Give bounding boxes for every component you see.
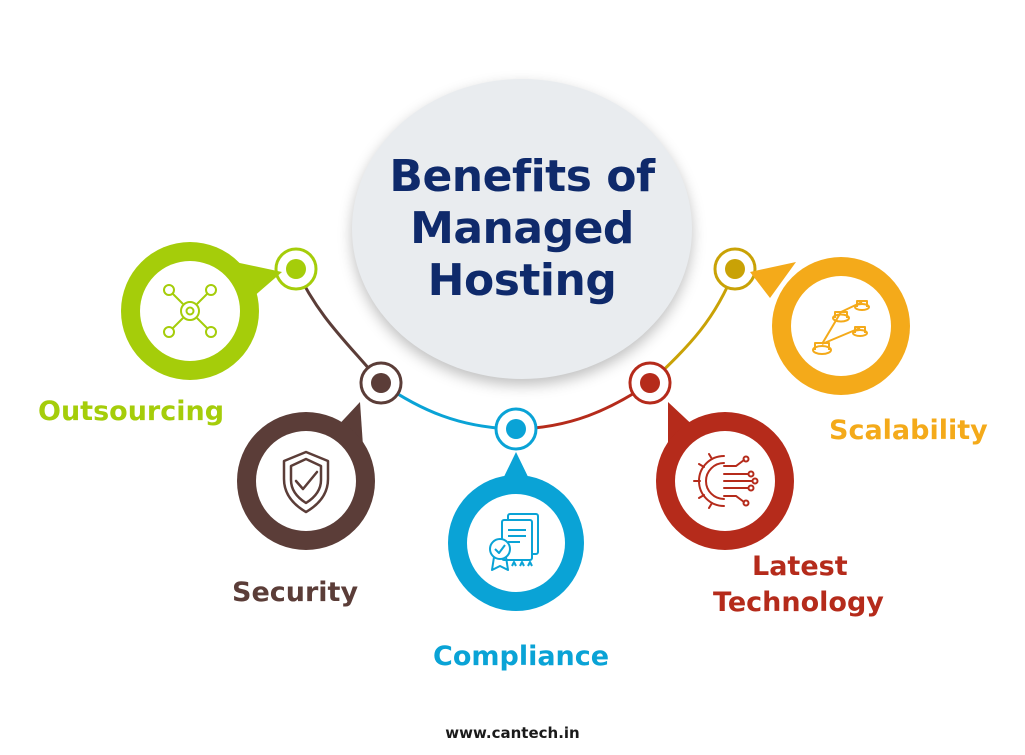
network-users-icon xyxy=(163,284,217,338)
node-outsourcing xyxy=(274,247,318,291)
scalability-label: Scalability xyxy=(829,415,988,446)
scalable-nodes-icon xyxy=(812,300,870,355)
title-line-2: Managed xyxy=(410,203,634,254)
technology-label-line-2: Technology xyxy=(713,587,884,618)
compliance-label: Compliance xyxy=(433,641,610,672)
security-label: Security xyxy=(232,577,359,608)
outsourcing-label: Outsourcing xyxy=(38,396,225,427)
title-line-3: Hosting xyxy=(427,255,617,306)
shield-check-icon xyxy=(282,450,330,514)
certificate-document-icon xyxy=(489,513,539,571)
security-bubble xyxy=(237,402,375,550)
technology-bubble xyxy=(656,402,794,550)
node-technology xyxy=(628,361,672,405)
scalability-bubble xyxy=(750,257,910,395)
node-security xyxy=(359,361,403,405)
title-circle: Benefits of Managed Hosting xyxy=(352,79,692,379)
outsourcing-bubble xyxy=(121,242,282,380)
technology-label-line-1: Latest xyxy=(752,551,848,582)
title-line-1: Benefits of xyxy=(389,151,655,202)
compliance-bubble xyxy=(448,452,584,611)
node-scalability xyxy=(713,247,757,291)
gear-circuit-icon xyxy=(693,453,759,509)
footer-website: www.cantech.in xyxy=(445,724,580,742)
node-compliance xyxy=(494,407,538,451)
